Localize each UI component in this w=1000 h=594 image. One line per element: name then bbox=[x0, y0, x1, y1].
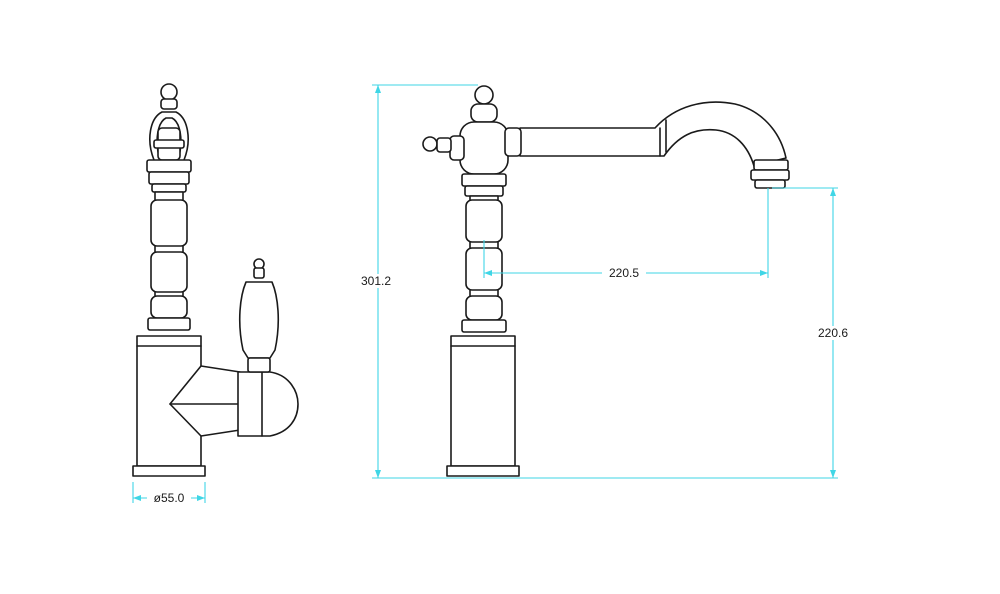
spout-height-dimension: 220.6 bbox=[772, 187, 854, 478]
spout-reach-dimension: 220.5 bbox=[483, 188, 769, 280]
total-height-label: 301.2 bbox=[361, 274, 391, 288]
spout-height-label: 220.6 bbox=[818, 326, 848, 340]
spout-reach-label: 220.5 bbox=[609, 266, 639, 280]
faucet-front-view bbox=[422, 85, 790, 477]
base-diameter-label: ø55.0 bbox=[154, 491, 185, 505]
faucet-side-view bbox=[132, 83, 299, 477]
base-diameter-dimension: ø55.0 bbox=[132, 482, 206, 505]
total-height-dimension: 301.2 bbox=[356, 84, 838, 479]
